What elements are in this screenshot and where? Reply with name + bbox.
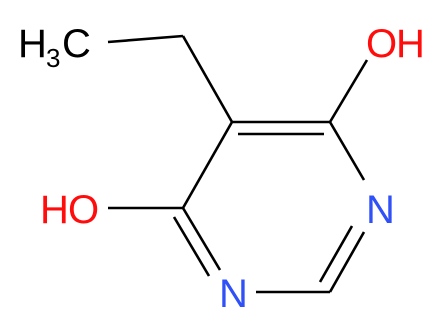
- bond-n3-c2-double: [318, 225, 354, 283]
- bond-c4-n3: [328, 121, 366, 181]
- nitrogen-n1-label: N: [219, 272, 248, 316]
- bond-methylene-ring: [181, 35, 234, 123]
- hydroxyl-left-o-label: O: [68, 188, 99, 232]
- bonds: [107, 34, 369, 294]
- bond-c6-c5: [181, 121, 234, 209]
- hydroxyl-left-h-label: H: [40, 188, 69, 232]
- bond-n1-c6-double: [172, 216, 211, 277]
- atom-labels: H 3 C O H H O N N: [18, 22, 425, 316]
- bond-c4-oh: [328, 59, 369, 123]
- bond-n3-c2: [328, 231, 366, 293]
- bond-methyl-methylene: [107, 34, 184, 44]
- methyl-h-label: H: [18, 22, 47, 66]
- methyl-c-label: C: [62, 22, 91, 66]
- methyl-subscript-label: 3: [46, 43, 60, 73]
- hydroxyl-top-o-label: O: [366, 22, 397, 66]
- nitrogen-n3-label: N: [366, 188, 395, 232]
- bond-n1-c6: [181, 207, 222, 271]
- hydroxyl-top-h-label: H: [396, 22, 425, 66]
